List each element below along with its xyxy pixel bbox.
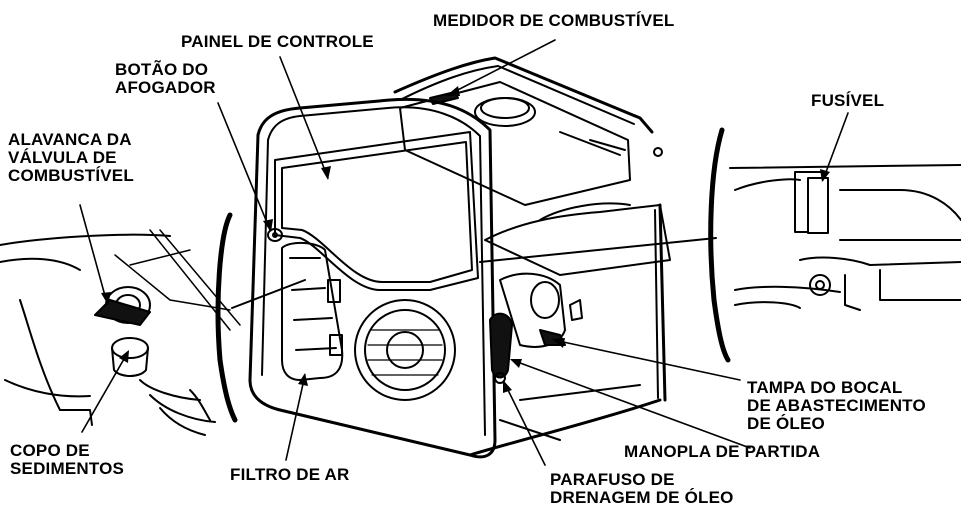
label-oil-drain-bolt-line-2: DRENAGEM DE ÓLEO [550, 488, 734, 507]
generator-body [248, 56, 671, 459]
label-air-filter: FILTRO DE AR [230, 466, 350, 484]
label-control-panel: PAINEL DE CONTROLE [181, 33, 374, 51]
leader-control-panel [279, 56, 329, 179]
label-fuel-valve-lever-line-1: ALAVANCA DA [8, 130, 132, 149]
leader-fuel-gauge [447, 39, 556, 96]
label-oil-filler-cap-line-2: DE ABASTECIMENTO [747, 396, 926, 415]
label-oil-filler-cap-line-3: DE ÓLEO [747, 414, 825, 433]
label-starter-grip-line-1: MANOPLA DE PARTIDA [624, 442, 821, 461]
label-air-filter-line-1: FILTRO DE AR [230, 465, 350, 484]
leader-choke-button [217, 102, 271, 231]
leader-oil-drain-bolt [503, 381, 546, 466]
label-oil-filler-cap: TAMPA DO BOCAL DE ABASTECIMENTO DE ÓLEO [747, 379, 926, 433]
label-fuel-valve-lever: ALAVANCA DA VÁLVULA DE COMBUSTÍVEL [8, 131, 134, 185]
label-sediment-cup-line-1: COPO DE [10, 441, 90, 460]
leader-fuel-valve-lever [79, 204, 108, 304]
fuel-valve-inset [0, 212, 241, 436]
callout-leaders [79, 39, 849, 466]
leader-starter-grip [511, 359, 751, 449]
label-fuel-gauge: MEDIDOR DE COMBUSTÍVEL [433, 12, 674, 30]
label-oil-drain-bolt-line-1: PARAFUSO DE [550, 470, 675, 489]
label-fuel-valve-lever-line-3: COMBUSTÍVEL [8, 166, 134, 185]
label-control-panel-line-1: PAINEL DE CONTROLE [181, 32, 374, 51]
label-starter-grip: MANOPLA DE PARTIDA [624, 443, 820, 461]
callout-arrowheads [101, 86, 830, 393]
label-oil-drain-bolt: PARAFUSO DE DRENAGEM DE ÓLEO [550, 471, 734, 507]
label-sediment-cup-line-2: SEDIMENTOS [10, 459, 125, 478]
leader-air-filter [285, 374, 306, 461]
label-fuse: FUSÍVEL [811, 92, 884, 110]
label-choke-button-line-1: BOTÃO DO [115, 60, 209, 79]
label-sediment-cup: COPO DE SEDIMENTOS [10, 442, 124, 478]
leader-right-inset [479, 237, 717, 263]
label-choke-button: BOTÃO DO AFOGADOR [115, 61, 216, 97]
leader-sediment-cup [81, 351, 129, 433]
leader-left-inset [231, 279, 306, 309]
leader-fuse [822, 112, 849, 181]
label-choke-button-line-2: AFOGADOR [115, 78, 216, 97]
fuse-inset [708, 127, 961, 363]
label-fuel-gauge-line-1: MEDIDOR DE COMBUSTÍVEL [433, 11, 675, 30]
label-fuel-valve-lever-line-2: VÁLVULA DE [8, 148, 117, 167]
label-oil-filler-cap-line-1: TAMPA DO BOCAL [747, 378, 903, 397]
label-fuse-line-1: FUSÍVEL [811, 91, 885, 110]
leader-oil-filler-cap [553, 339, 741, 381]
